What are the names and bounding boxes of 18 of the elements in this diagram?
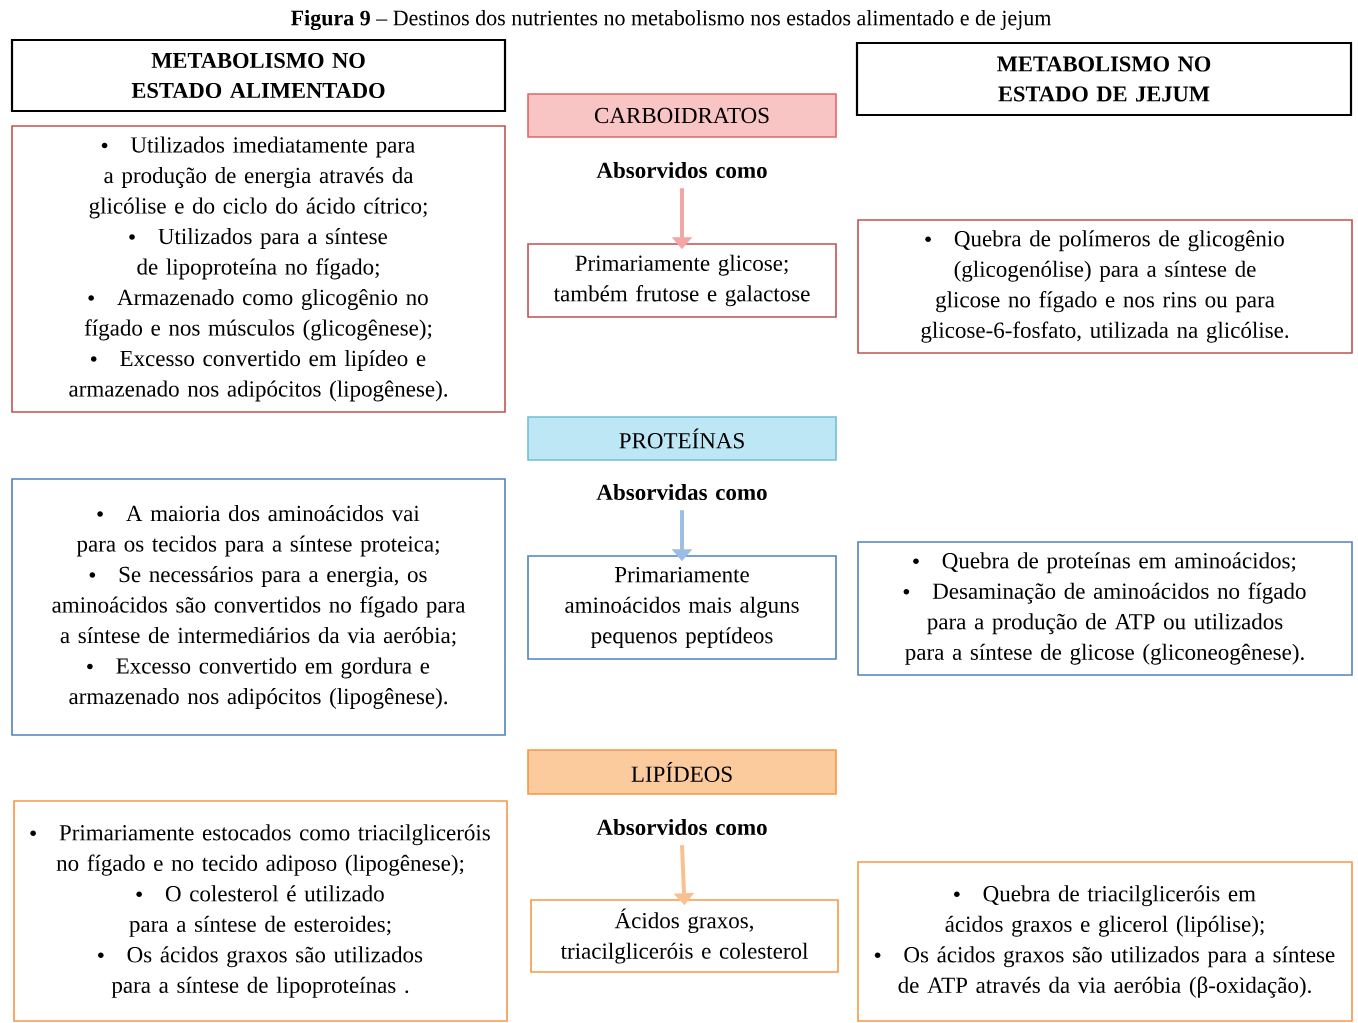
result-box: Primariamente glicose; também frutose e galactose	[527, 243, 837, 318]
header-box: METABOLISMO NO ESTADO ALIMENTADO	[10, 38, 507, 113]
figure-title: Figura 9 – Destinos dos nutrientes no metabolismo nos estados alimentado e de jejum	[291, 9, 1052, 31]
text-box: A maioria dos aminoácidos vai para os tecidos para a síntese proteica; Se necessários para a energia, os aminoácidos são convertidos no fígado para a síntese de intermediários da via aeróbia; Excesso convertido em gordura e armazenado nos adipócitos (lipogênese).	[11, 478, 506, 736]
header-box: METABOLISMO NO ESTADO DE JEJUM	[855, 41, 1353, 117]
text-box: Quebra de triacilgliceróis em ácidos graxos e glicerol (lipólise); Os ácidos graxos são utilizados para a síntese de ATP através da via aeróbia (β-oxidação).	[857, 861, 1353, 1022]
category-box: CARBOIDRATOS	[527, 93, 837, 138]
text-box: Primariamente estocados como triacilgliceróis no fígado e no tecido adiposo (lipogênese); O colesterol é utilizado para a síntese de esteroides; Os ácidos graxos são utilizados para a síntese de lipoproteínas .	[13, 800, 508, 1022]
text-box: Utilizados imediatamente para a produção de energia através da glicólise e do ciclo do ácido cítrico; Utilizados para a síntese de lipoproteína no fígado; Armazenado como glicogênio no fígado e nos músculos (glicogênese); Excesso convertido em lipídeo e armazenado nos adipócitos (lipogênese).	[11, 125, 506, 413]
text-box: Quebra de polímeros de glicogênio (glicogenólise) para a síntese de glicose no fígado e nos rins ou para glicose-6-fosfato, utilizada na glicólise.	[857, 219, 1353, 354]
category-box: LIPÍDEOS	[527, 749, 837, 795]
category-box: PROTEÍNAS	[527, 416, 837, 461]
text-box: Quebra de proteínas em aminoácidos; Desaminação de aminoácidos no fígado para a produção de ATP ou utilizados para a síntese de glicose (gliconeogênese).	[857, 541, 1353, 676]
result-box: Ácidos graxos, triacilgliceróis e colesterol	[530, 899, 839, 973]
absorption-label: Absorvidos como	[596, 161, 767, 179]
absorption-label: Absorvidos como	[596, 818, 767, 836]
result-box: Primariamente aminoácidos mais alguns pequenos peptídeos	[527, 555, 837, 660]
absorption-label: Absorvidas como	[596, 483, 767, 501]
